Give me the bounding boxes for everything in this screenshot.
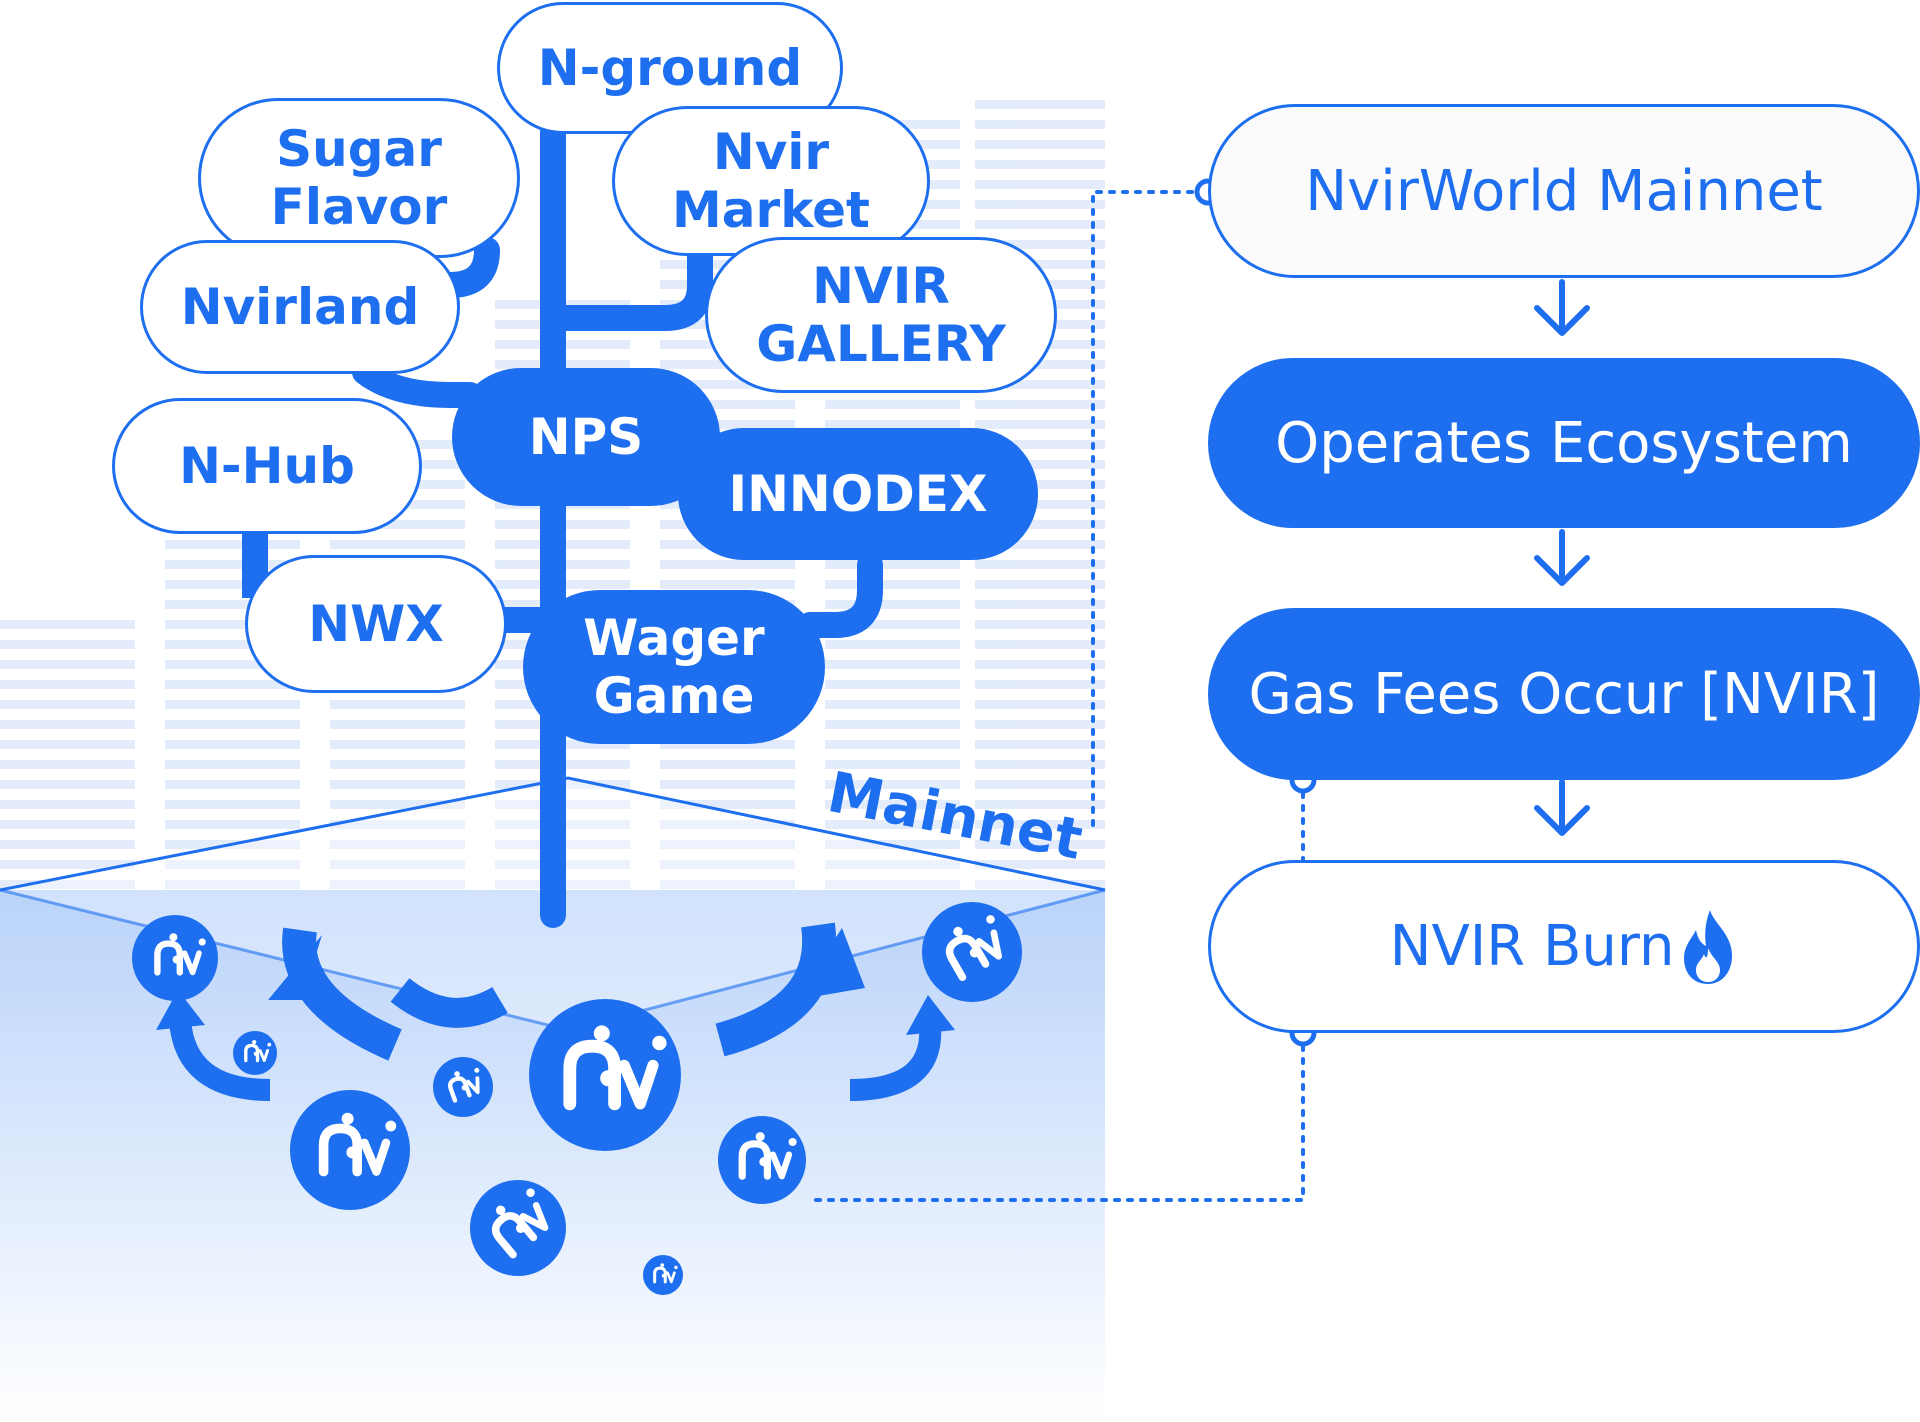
node-label: Nvirland — [180, 278, 420, 336]
flow-step-label: Gas Fees Occur [NVIR] — [1248, 661, 1880, 727]
token-large — [529, 999, 681, 1151]
node-label: NPS — [528, 408, 644, 466]
flow-step-nvirworld-mainnet: NvirWorld Mainnet — [1208, 104, 1920, 278]
node-innodex: INNODEX — [678, 428, 1038, 560]
flow-step-nvir-burn: NVIR Burn — [1208, 860, 1920, 1033]
flow-arrow-2 — [1534, 529, 1590, 586]
flow-step-label: NVIR Burn — [1389, 914, 1675, 979]
node-label: NVIR GALLERY — [756, 257, 1006, 373]
node-wager-game: Wager Game — [523, 590, 825, 744]
node-nvir-gallery: NVIR GALLERY — [705, 237, 1057, 393]
token — [132, 915, 218, 1001]
node-label: Nvir Market — [672, 123, 870, 239]
token — [233, 1031, 277, 1075]
node-nvir-market: Nvir Market — [612, 106, 930, 256]
flow-step-label: NvirWorld Mainnet — [1305, 158, 1823, 224]
token-cluster — [132, 902, 1022, 1295]
flow-step-label: Operates Ecosystem — [1275, 410, 1853, 476]
token — [643, 1255, 683, 1295]
node-label: INNODEX — [728, 465, 988, 523]
token — [922, 902, 1022, 1002]
node-label: Sugar Flavor — [270, 120, 448, 236]
flame-icon — [1680, 908, 1738, 986]
token — [433, 1057, 493, 1117]
token — [718, 1116, 806, 1204]
flow-step-operates-ecosystem: Operates Ecosystem — [1208, 358, 1920, 528]
token — [290, 1090, 410, 1210]
node-label: NWX — [308, 595, 444, 653]
flow-arrows — [1534, 279, 1590, 836]
node-label: N-ground — [537, 39, 803, 97]
recycle-arrows — [156, 922, 955, 1101]
node-label: Wager Game — [583, 609, 765, 725]
flow-arrow-3 — [1534, 779, 1590, 836]
node-n-hub: N-Hub — [112, 398, 422, 534]
node-nwx: NWX — [245, 555, 507, 693]
node-label: N-Hub — [179, 437, 355, 495]
node-sugar-flavor: Sugar Flavor — [198, 98, 520, 258]
token — [470, 1180, 566, 1276]
flow-step-gas-fees-occur: Gas Fees Occur [NVIR] — [1208, 608, 1920, 780]
flow-arrow-1 — [1534, 279, 1590, 336]
node-nvirland: Nvirland — [140, 240, 460, 374]
node-nps: NPS — [452, 368, 720, 506]
